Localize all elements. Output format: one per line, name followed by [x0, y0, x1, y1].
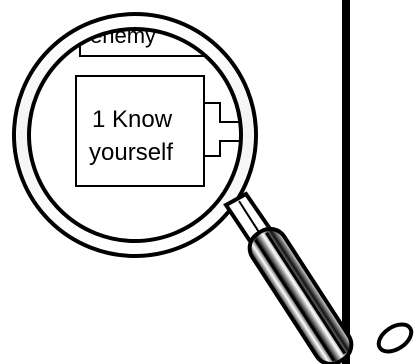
- main-box-label-line-2: yourself: [89, 139, 173, 166]
- divider-line: [342, 0, 350, 364]
- main-box-label-line-1: 1 Know: [92, 106, 173, 133]
